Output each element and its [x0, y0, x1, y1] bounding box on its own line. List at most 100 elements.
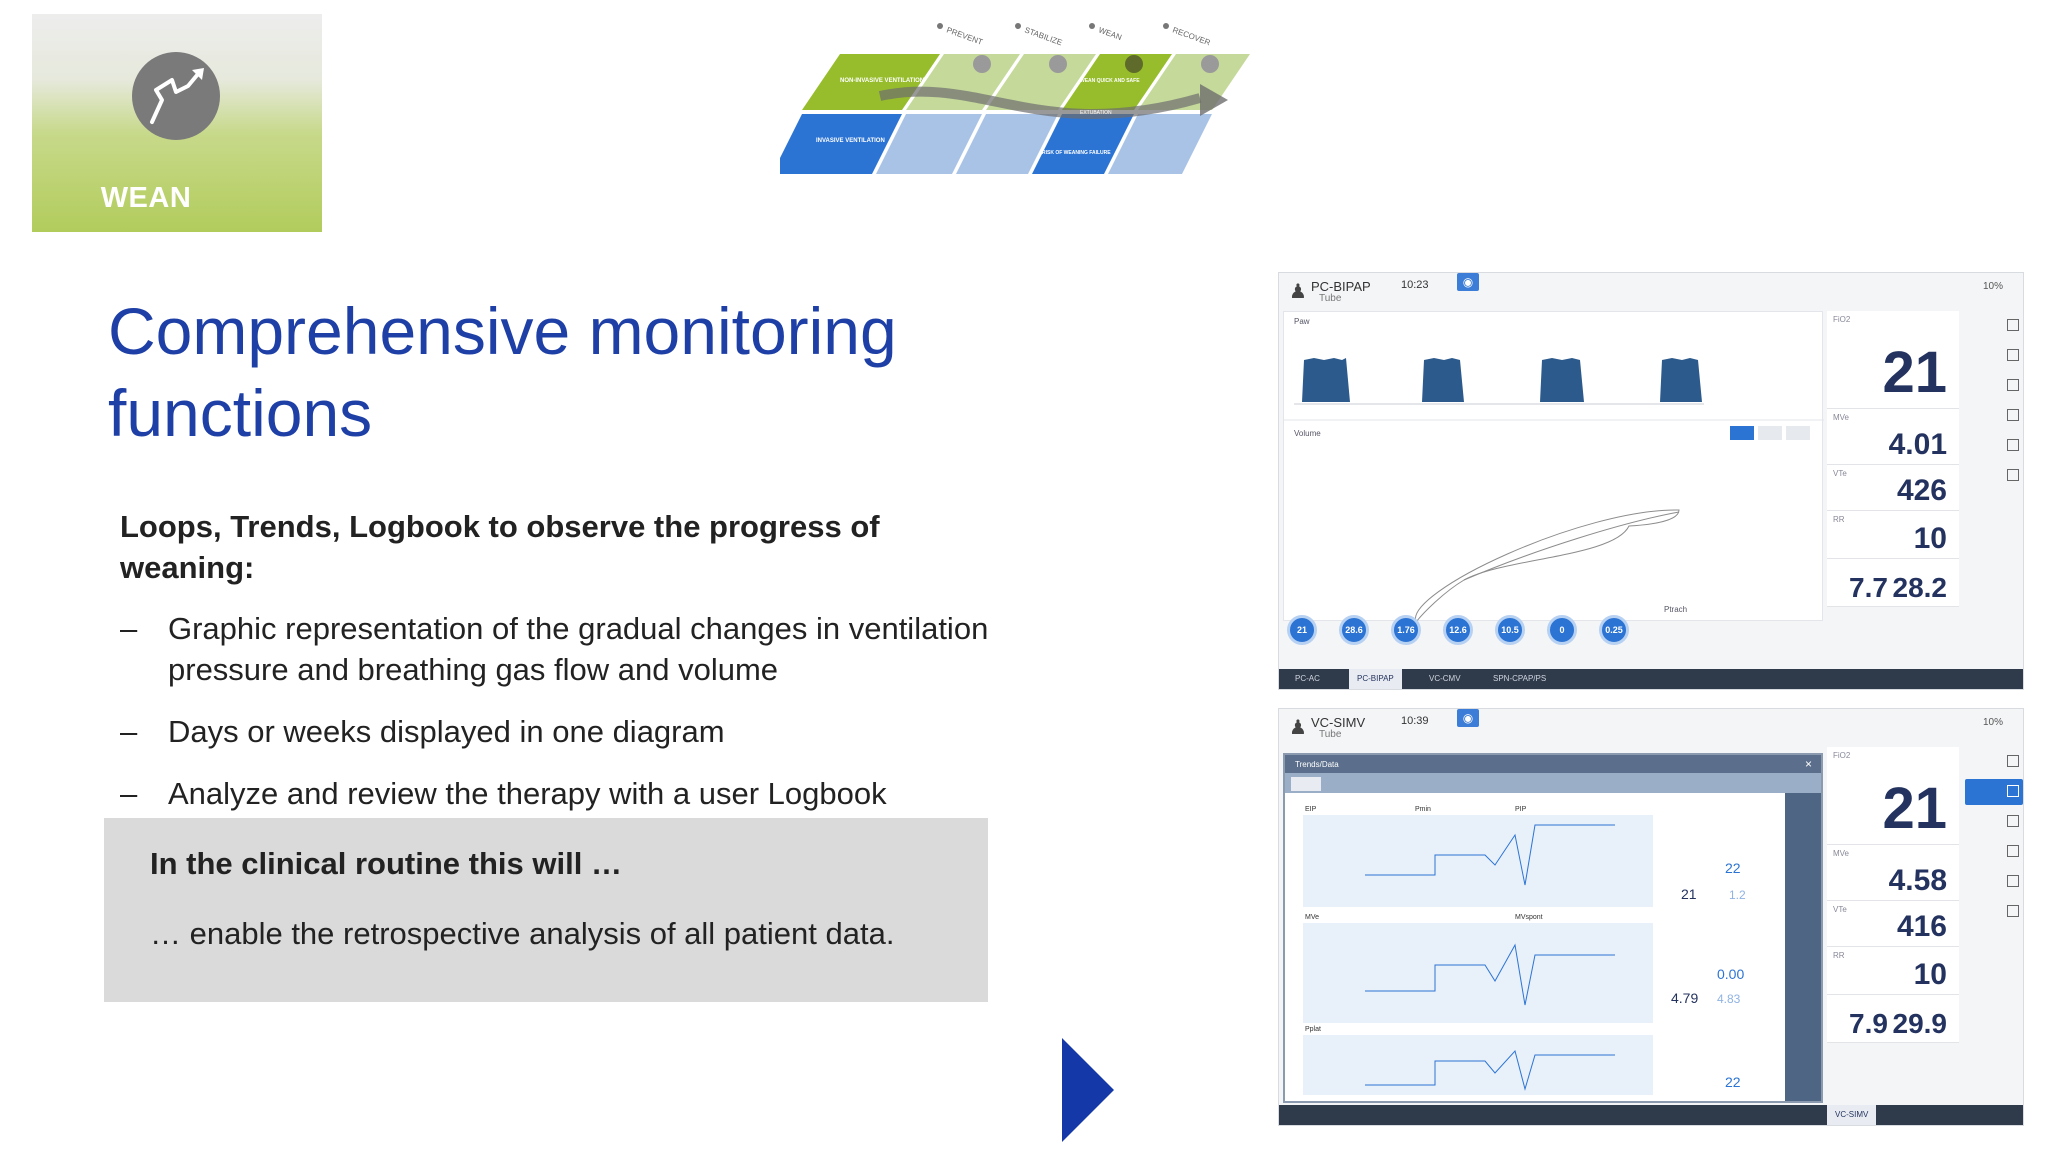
camera-icon[interactable]: ◉ [1457, 709, 1479, 727]
ventilation-mode[interactable]: PC-BIPAP [1311, 279, 1371, 294]
note-risk: RISK OF WEANING FAILURE [1042, 150, 1111, 156]
clock: 10:39 [1401, 715, 1429, 727]
mode-tab-bar: PC-AC PC-BIPAP VC-CMV SPN-CPAP/PS [1279, 669, 2023, 689]
note-wean-quick: WEAN QUICK AND SAFE [1080, 78, 1140, 84]
vt-box[interactable]: VTe 416 [1827, 901, 1959, 947]
tab-spn-cpap[interactable]: SPN-CPAP/PS [1493, 674, 1547, 683]
side-menu-item[interactable] [1965, 403, 2023, 429]
tab-vc-simv[interactable]: VC-SIMV [1827, 1105, 1877, 1125]
peep-value: 28.2 [1892, 572, 1948, 603]
airway-type: Tube [1319, 293, 1342, 304]
row-label-invasive: INVASIVE VENTILATION [816, 138, 885, 144]
ventilator-screen-trends: ♟ VC-SIMV Tube 10:39 ◉ 10% Trends/Data ×… [1278, 708, 2024, 1126]
rr-label: RR [1833, 951, 1845, 960]
rr-box[interactable]: RR 10 [1827, 947, 1959, 995]
page-title: Comprehensive monitoring functions [108, 294, 897, 450]
fio2-box[interactable]: FiO2 21 [1827, 747, 1959, 845]
side-menu [1963, 311, 2023, 689]
tab-pc-ac[interactable]: PC-AC [1295, 674, 1320, 683]
waveform-panel: Paw Volume Ptrach [1283, 311, 1824, 623]
side-menu-item[interactable] [1965, 463, 2023, 489]
trends-dialog-title: Trends/Data [1295, 760, 1339, 769]
rr-value: 10 [1913, 522, 1947, 555]
callout-heading: In the clinical routine this will … [150, 846, 622, 881]
trend-value: 22 [1725, 1074, 1741, 1090]
side-menu-item[interactable] [1965, 313, 2023, 339]
tab-pc-bipap[interactable]: PC-BIPAP [1349, 669, 1402, 689]
camera-icon[interactable]: ◉ [1457, 273, 1479, 291]
gauge-row: 21 28.6 1.76 12.6 10.5 0 0.25 [1287, 615, 1827, 655]
tab-vc-cmv[interactable]: VC-CMV [1429, 674, 1461, 683]
trend-value: 1.2 [1729, 888, 1746, 902]
bullet-dash: – [120, 611, 138, 646]
side-menu-item[interactable] [1965, 809, 2023, 835]
side-menu-item[interactable] [1965, 433, 2023, 459]
gauge-dial[interactable]: 0 [1547, 615, 1577, 645]
trend-value: 21 [1681, 886, 1697, 902]
mv-label: MVe [1833, 413, 1850, 422]
rr-box[interactable]: RR 10 [1827, 511, 1959, 559]
bullet-list: –Graphic representation of the gradual c… [120, 608, 1020, 835]
trends-graphics: Trends/Data × EIP Pmin PIP MVe MVspont P… [1285, 755, 1821, 1101]
gauge-dial[interactable]: 1.76 [1391, 615, 1421, 645]
close-icon: × [1805, 757, 1812, 771]
wean-badge: WEAN [32, 14, 322, 232]
phase-label-1: PREVENT [945, 25, 984, 46]
gauge-dial[interactable]: 0.25 [1599, 615, 1629, 645]
trend-label-pmin: Pmin [1415, 806, 1431, 813]
trend-value: 4.79 [1671, 990, 1698, 1006]
next-arrow-icon[interactable] [1062, 1038, 1114, 1142]
trend-value: 22 [1725, 860, 1741, 876]
vt-box[interactable]: VTe 426 [1827, 465, 1959, 511]
gauge-dial[interactable]: 28.6 [1339, 615, 1369, 645]
side-menu-item[interactable] [1965, 899, 2023, 925]
ventilator-screen-loops: ♟ PC-BIPAP Tube 10:23 ◉ 10% Paw Volume P… [1278, 272, 2024, 690]
trend-label-pplat: Pplat [1305, 1026, 1321, 1033]
side-menu-item[interactable] [1965, 839, 2023, 865]
fio2-label: FiO2 [1833, 315, 1851, 324]
side-menu-item[interactable] [1965, 373, 2023, 399]
row-label-noninvasive: NON-INVASIVE VENTILATION [840, 78, 924, 84]
mv-value: 4.58 [1888, 864, 1947, 897]
trend-label-mve: MVe [1305, 914, 1319, 921]
bullet-dash: – [120, 714, 138, 749]
screen-header: ♟ VC-SIMV Tube 10:39 ◉ 10% [1279, 709, 2023, 747]
side-menu-item[interactable] [1965, 869, 2023, 895]
patient-icon: ♟ [1289, 717, 1307, 739]
mv-value: 4.01 [1888, 428, 1947, 461]
phase-label-4: RECOVER [1171, 25, 1211, 47]
vt-value: 426 [1896, 474, 1947, 507]
bullet-text: Days or weeks displayed in one diagram [168, 714, 725, 749]
ventilation-mode[interactable]: VC-SIMV [1311, 715, 1366, 730]
mode-tab-bar: VC-SIMV [1279, 1105, 2023, 1125]
vt-label: VTe [1833, 469, 1847, 478]
bullet-text: Graphic representation of the gradual ch… [168, 611, 989, 687]
battery-status: 10% [1982, 281, 2003, 292]
mv-box[interactable]: MVe 4.01 [1827, 409, 1959, 465]
side-menu [1963, 747, 2023, 1125]
side-menu-item[interactable] [1965, 343, 2023, 369]
gauge-dial[interactable]: 10.5 [1495, 615, 1525, 645]
trend-label-mvspont: MVspont [1515, 914, 1543, 921]
peep-value: 29.9 [1892, 1008, 1948, 1039]
rr-value: 10 [1913, 958, 1947, 991]
side-menu-item-trends[interactable] [1965, 779, 2023, 805]
callout-body: … enable the retrospective analysis of a… [150, 916, 895, 951]
side-menu-item[interactable] [1965, 749, 2023, 775]
pressure-box[interactable]: 7.9 29.9 [1827, 995, 1959, 1043]
fio2-value: 21 [1882, 776, 1947, 841]
rr-label: RR [1833, 515, 1845, 524]
gauge-dial[interactable]: 12.6 [1443, 615, 1473, 645]
screen-header: ♟ PC-BIPAP Tube 10:23 ◉ 10% [1279, 273, 2023, 311]
fio2-label: FiO2 [1833, 751, 1851, 760]
trend-label-pip: PIP [1515, 806, 1527, 813]
mv-box[interactable]: MVe 4.58 [1827, 845, 1959, 901]
therapy-process-banner: PREVENT STABILIZE WEAN RECOVER NON-INVAS… [780, 23, 1250, 174]
pmean-value: 7.7 [1849, 572, 1888, 603]
gauge-dial[interactable]: 21 [1287, 615, 1317, 645]
fio2-box[interactable]: FiO2 21 [1827, 311, 1959, 409]
airway-type: Tube [1319, 729, 1342, 740]
bullet-dash: – [120, 776, 138, 811]
pressure-box[interactable]: 7.7 28.2 [1827, 559, 1959, 607]
note-extubation: EXTUBATION [1080, 110, 1112, 116]
